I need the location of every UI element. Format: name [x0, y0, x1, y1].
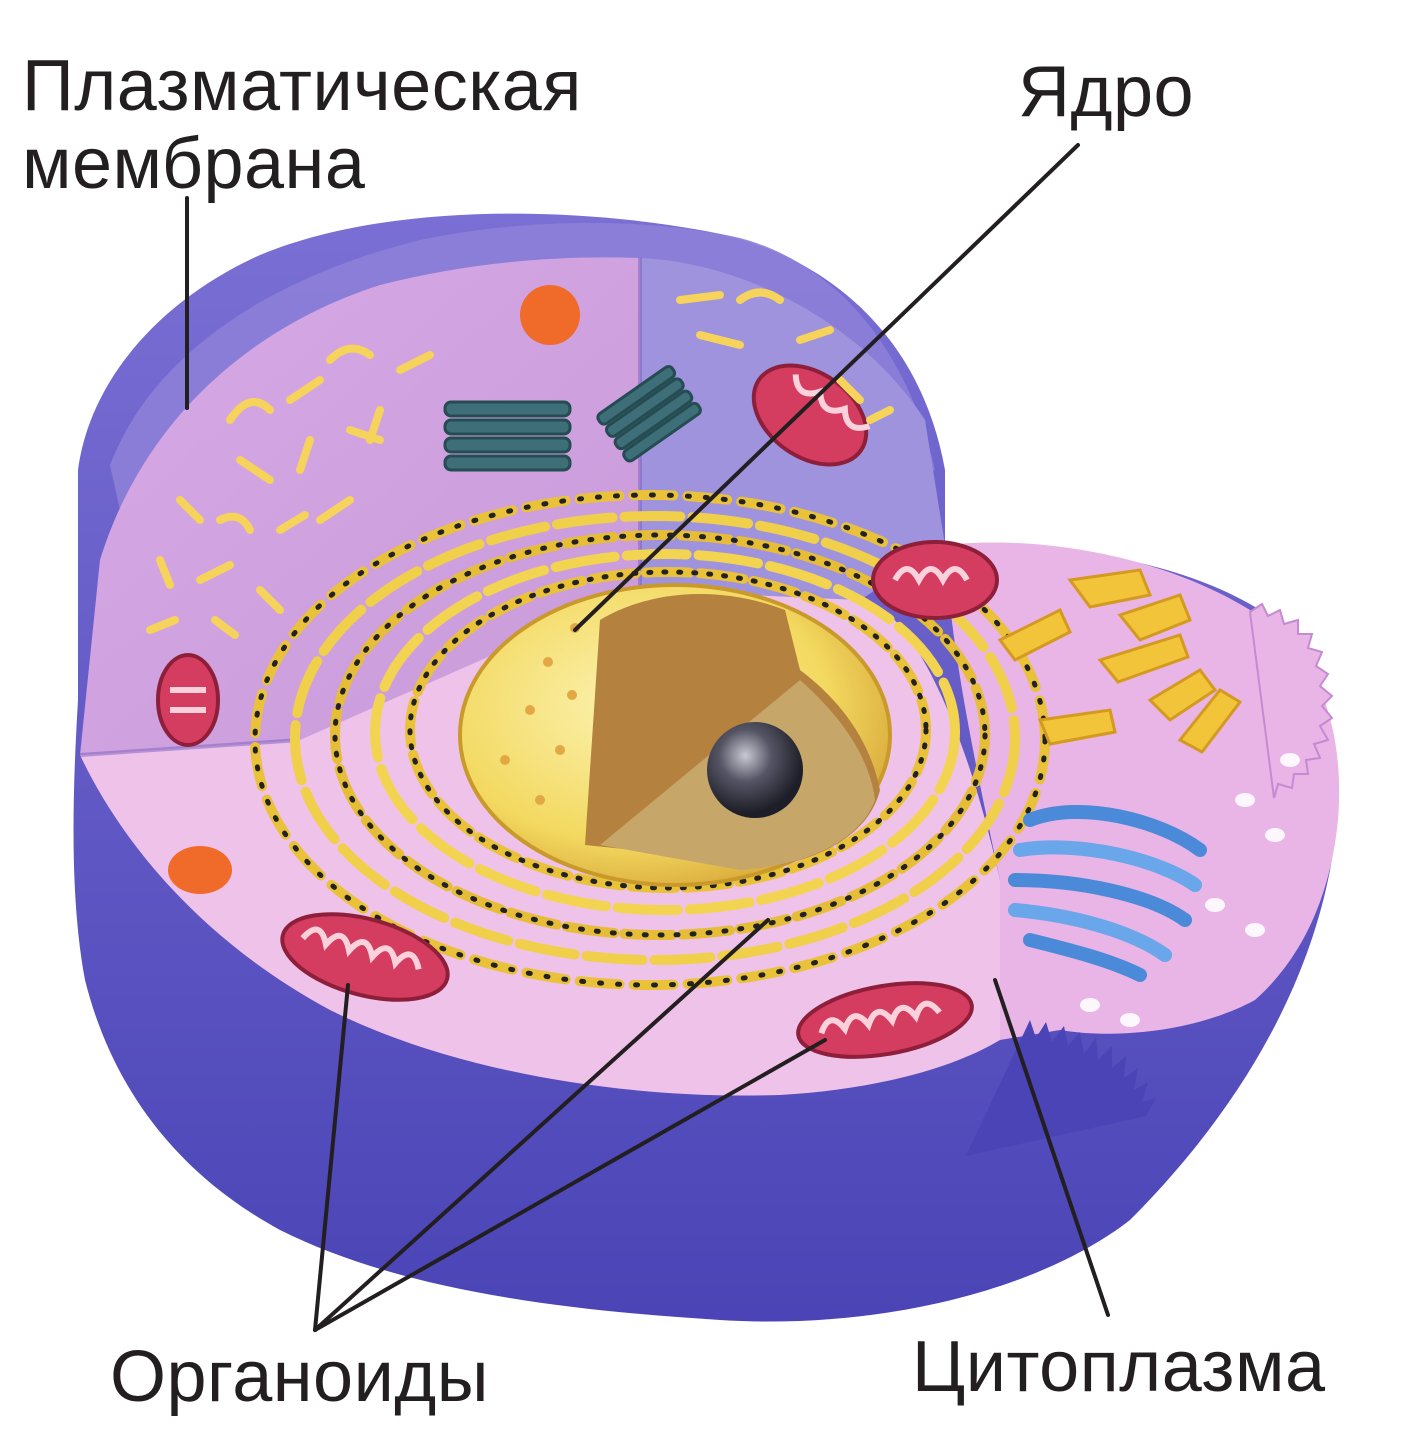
- microvilli-bottom: [966, 1020, 1156, 1156]
- cytoskeleton-filaments: [146, 288, 894, 639]
- leader-line-cytoplasm: [993, 978, 1110, 1317]
- mitochondrion-icon: [751, 363, 871, 467]
- smooth-er: [997, 568, 1243, 754]
- label-nucleus: Ядро: [1018, 52, 1195, 132]
- label-cytoplasm: Цитоплазма: [912, 1327, 1326, 1407]
- vesicles: [1080, 753, 1300, 1027]
- mitochondrion-icon: [280, 912, 450, 1002]
- mitochondrion-icon: [156, 653, 220, 747]
- leader-line-organoids-a: [313, 983, 350, 1332]
- lysosome-icon: [520, 285, 580, 345]
- nucleus-icon: [458, 583, 892, 887]
- leader-line-nucleus: [573, 143, 1080, 632]
- lysosomes: [168, 285, 580, 894]
- microvilli: [1248, 602, 1334, 799]
- leader-line-organoids-b: [313, 918, 770, 1332]
- label-plasma-membrane-line1: Плазматическая: [22, 46, 582, 126]
- label-plasma-membrane-line2: мембрана: [22, 124, 366, 204]
- golgi-apparatus-icon: [1008, 804, 1207, 982]
- label-organoids: Органоиды: [110, 1337, 490, 1417]
- leader-lines: [185, 143, 1110, 1332]
- lysosome-icon: [168, 846, 232, 894]
- centriole-icon: [443, 365, 702, 472]
- mitochondrion-icon: [796, 981, 974, 1059]
- endoplasmic-reticulum-icon: [250, 490, 1050, 990]
- leader-line-organoids-c: [313, 1038, 827, 1332]
- mitochondria: [156, 363, 999, 1059]
- mitochondrion-icon: [871, 540, 999, 620]
